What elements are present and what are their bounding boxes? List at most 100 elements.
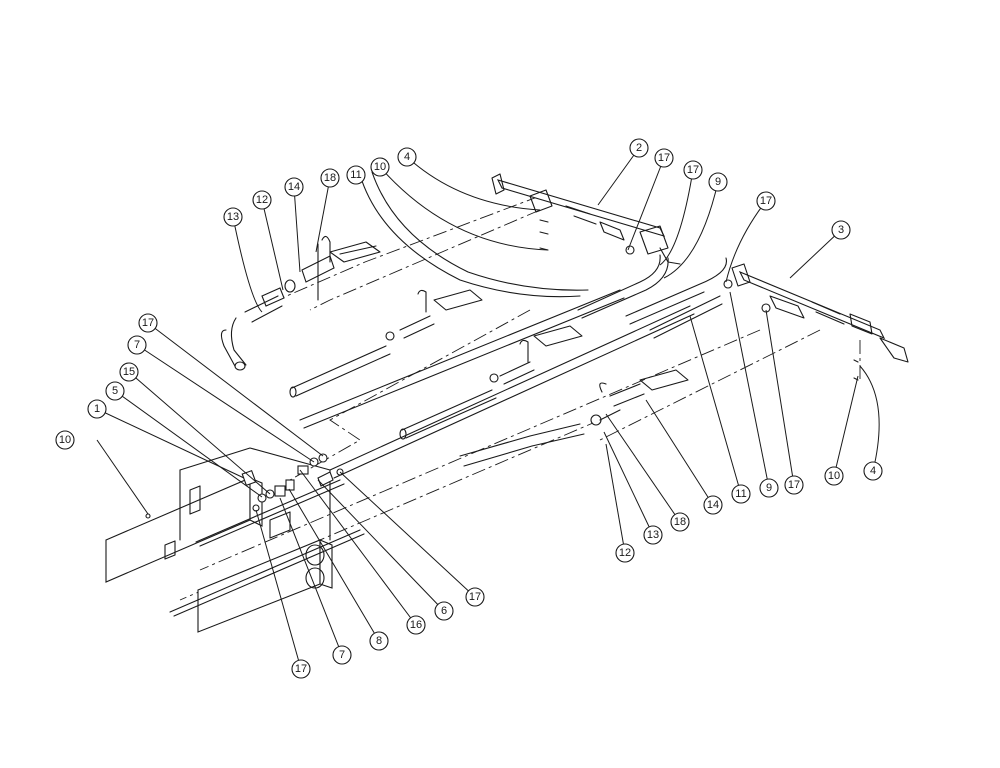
callout-label: 10 xyxy=(828,470,840,482)
middle-pipes xyxy=(289,289,583,440)
callout-17: 17 xyxy=(138,313,158,333)
callout-label: 11 xyxy=(735,488,746,500)
leader-lines xyxy=(96,147,880,670)
callout-10: 10 xyxy=(370,157,390,177)
callout-3: 3 xyxy=(831,220,851,240)
upper-boom-rail xyxy=(491,173,681,265)
callout-9: 9 xyxy=(759,478,779,498)
callout-18: 18 xyxy=(320,168,340,188)
callout-label: 2 xyxy=(636,142,642,154)
mounting-frame xyxy=(105,447,365,633)
callout-label: 17 xyxy=(295,663,307,675)
callout-circle xyxy=(683,160,703,180)
callout-circle xyxy=(863,461,883,481)
callout-2: 2 xyxy=(629,138,649,158)
callout-label: 17 xyxy=(788,479,800,491)
callout-17: 17 xyxy=(756,191,776,211)
callout-label: 18 xyxy=(674,516,686,528)
callout-label: 7 xyxy=(134,339,140,351)
callout-16: 16 xyxy=(406,615,426,635)
callout-13: 13 xyxy=(643,525,663,545)
callout-circle xyxy=(406,615,426,635)
callout-label: 3 xyxy=(838,224,844,236)
left-boom xyxy=(220,235,381,371)
alignment-lines xyxy=(179,195,861,601)
callout-5: 5 xyxy=(105,381,125,401)
callout-label: 12 xyxy=(619,547,631,559)
callout-circle xyxy=(252,190,272,210)
callout-circle xyxy=(284,177,304,197)
callout-4: 4 xyxy=(397,147,417,167)
callout-label: 18 xyxy=(324,172,336,184)
callout-15: 15 xyxy=(119,362,139,382)
callout-circle xyxy=(332,645,352,665)
callout-13: 13 xyxy=(223,207,243,227)
callout-circle xyxy=(731,484,751,504)
callout-label: 4 xyxy=(870,465,876,477)
callout-label: 10 xyxy=(59,434,71,446)
callout-4: 4 xyxy=(863,461,883,481)
callout-14: 14 xyxy=(703,495,723,515)
callout-17: 17 xyxy=(291,659,311,679)
callout-circle xyxy=(615,543,635,563)
callout-balloons: 1234456778991010101111121213131414151617… xyxy=(55,138,883,679)
callout-label: 5 xyxy=(112,385,118,397)
callout-circle xyxy=(138,313,158,333)
callout-1: 1 xyxy=(87,399,107,419)
callout-6: 6 xyxy=(434,601,454,621)
right-boom-rail xyxy=(723,263,909,381)
callout-label: 17 xyxy=(658,152,670,164)
callout-7: 7 xyxy=(332,645,352,665)
callout-circle xyxy=(87,399,107,419)
callout-17: 17 xyxy=(683,160,703,180)
callout-17: 17 xyxy=(654,148,674,168)
callout-11: 11 xyxy=(731,484,751,504)
callout-12: 12 xyxy=(615,543,635,563)
callout-circle xyxy=(831,220,851,240)
callout-9: 9 xyxy=(708,172,728,192)
callout-circle xyxy=(759,478,779,498)
callout-7: 7 xyxy=(127,335,147,355)
callout-circle xyxy=(824,466,844,486)
callout-label: 17 xyxy=(469,591,481,603)
callout-label: 9 xyxy=(715,176,721,188)
callout-circle xyxy=(434,601,454,621)
callout-circle xyxy=(105,381,125,401)
callout-label: 14 xyxy=(288,181,300,193)
callout-11: 11 xyxy=(346,165,366,185)
callout-circle xyxy=(654,148,674,168)
callout-label: 13 xyxy=(227,211,239,223)
callout-label: 17 xyxy=(760,195,772,207)
callout-14: 14 xyxy=(284,177,304,197)
callout-label: 4 xyxy=(404,151,410,163)
callout-label: 12 xyxy=(256,194,268,206)
callout-18: 18 xyxy=(670,512,690,532)
callout-12: 12 xyxy=(252,190,272,210)
callout-circle xyxy=(465,587,485,607)
callout-circle xyxy=(756,191,776,211)
callout-circle xyxy=(670,512,690,532)
callout-label: 16 xyxy=(410,619,422,631)
callout-label: 11 xyxy=(350,169,361,181)
callout-10: 10 xyxy=(55,430,75,450)
callout-circle xyxy=(55,430,75,450)
callout-8: 8 xyxy=(369,631,389,651)
callout-label: 1 xyxy=(94,403,100,415)
callout-circle xyxy=(370,157,390,177)
callout-label: 13 xyxy=(647,529,659,541)
callout-17: 17 xyxy=(465,587,485,607)
callout-label: 15 xyxy=(123,366,135,378)
callout-circle xyxy=(629,138,649,158)
callout-circle xyxy=(127,335,147,355)
callout-label: 7 xyxy=(339,649,345,661)
callout-circle xyxy=(291,659,311,679)
callout-17: 17 xyxy=(784,475,804,495)
callout-label: 17 xyxy=(142,317,154,329)
callout-label: 10 xyxy=(374,161,386,173)
callout-label: 9 xyxy=(766,482,772,494)
callout-circle xyxy=(369,631,389,651)
callout-circle xyxy=(703,495,723,515)
callout-circle xyxy=(784,475,804,495)
callout-circle xyxy=(643,525,663,545)
callout-label: 14 xyxy=(707,499,719,511)
